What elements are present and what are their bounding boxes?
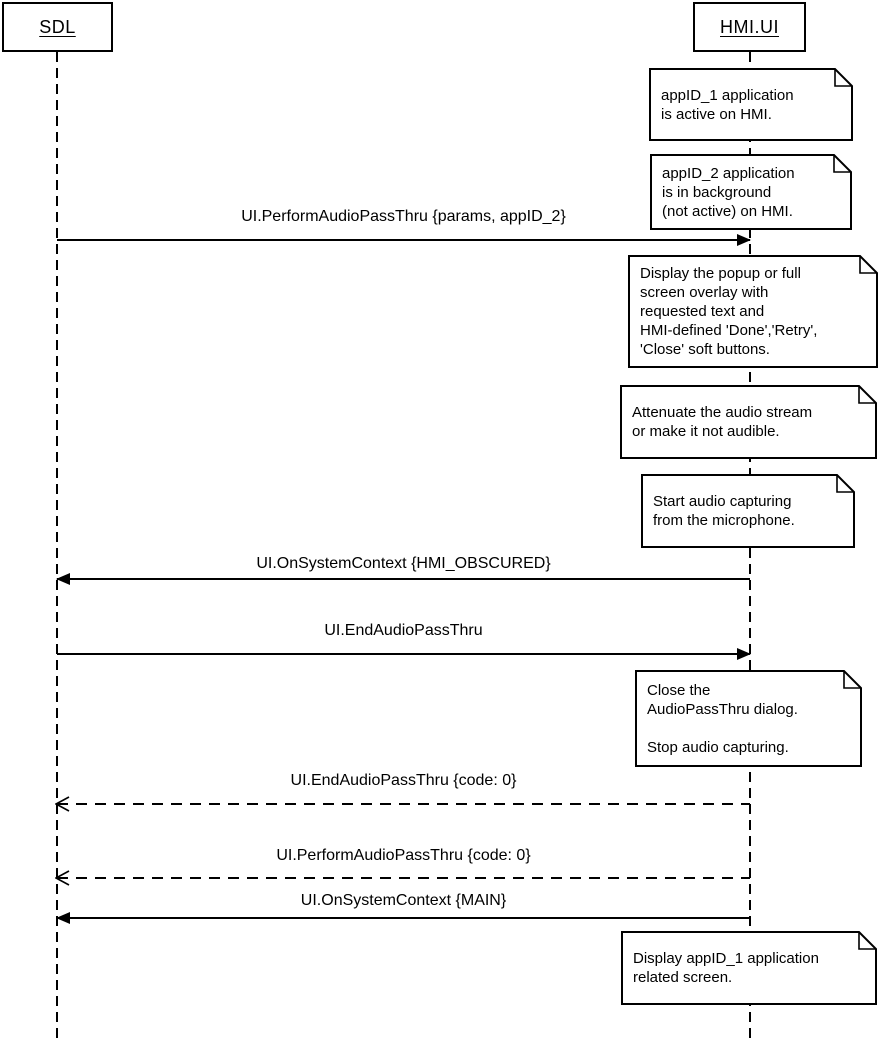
note-frame (649, 68, 853, 141)
note-frame (621, 931, 877, 1005)
note-appid2-background: appID_2 application is in background (no… (650, 154, 852, 230)
message-endaudiopassthru-response: UI.EndAudioPassThru {code: 0} (55, 771, 750, 812)
message-label: UI.EndAudioPassThru {code: 0} (290, 772, 517, 789)
message-line (57, 648, 751, 660)
note-text: Display appID_1 application related scre… (633, 950, 819, 986)
note-text: appID_2 application is in background (no… (662, 164, 795, 220)
note-text: appID_1 application is active on HMI. (661, 86, 794, 123)
hmi-ui-lifeline (749, 52, 751, 1044)
note-display-appid1-screen: Display appID_1 application related scre… (621, 931, 877, 1005)
message-label: UI.EndAudioPassThru (324, 622, 483, 639)
filled-arrowhead-left-icon (56, 573, 70, 585)
actor-box-hmi-ui: HMI.UI (693, 2, 806, 52)
message-perform-audiopassthru-request: UI.PerformAudioPassThru {params, appID_2… (57, 207, 751, 246)
message-label: UI.PerformAudioPassThru {code: 0} (276, 847, 531, 864)
actor-sdl-label: SDL (39, 16, 76, 37)
message-perform-audiopassthru-response: UI.PerformAudioPassThru {code: 0} (55, 846, 750, 886)
open-arrowhead-left-icon (55, 796, 70, 812)
filled-arrowhead-left-icon (56, 912, 70, 924)
message-line (56, 912, 750, 924)
note-appid1-active: appID_1 application is active on HMI. (649, 68, 853, 141)
open-arrowhead-left-icon (55, 870, 70, 886)
note-start-capturing: Start audio capturing from the microphon… (641, 474, 855, 548)
note-frame (641, 474, 855, 548)
message-line (57, 234, 751, 246)
filled-arrowhead-right-icon (737, 648, 751, 660)
message-label: UI.OnSystemContext {HMI_OBSCURED} (256, 555, 551, 572)
message-label: UI.OnSystemContext {MAIN} (300, 892, 507, 909)
message-endaudiopassthru-request: UI.EndAudioPassThru (57, 621, 751, 660)
note-text: Start audio capturing from the microphon… (653, 493, 795, 529)
filled-arrowhead-right-icon (737, 234, 751, 246)
note-frame (628, 255, 878, 368)
actor-box-sdl: SDL (2, 2, 113, 52)
note-frame (620, 385, 877, 459)
note-close-dialog: Close the AudioPassThru dialog. Stop aud… (635, 670, 862, 767)
message-onsystemcontext-main: UI.OnSystemContext {MAIN} (56, 891, 750, 924)
note-attenuate-audio: Attenuate the audio stream or make it no… (620, 385, 877, 459)
message-line (55, 796, 750, 812)
note-text: Close the AudioPassThru dialog. Stop aud… (647, 681, 798, 756)
sdl-lifeline (56, 52, 58, 1044)
note-frame (635, 670, 862, 767)
message-line (55, 870, 750, 886)
note-display-popup: Display the popup or full screen overlay… (628, 255, 878, 368)
actor-hmi-ui-label: HMI.UI (720, 16, 779, 37)
message-label: UI.PerformAudioPassThru {params, appID_2… (241, 208, 566, 225)
message-onsystemcontext-obscured: UI.OnSystemContext {HMI_OBSCURED} (56, 554, 750, 585)
note-frame (650, 154, 852, 230)
note-text: Attenuate the audio stream or make it no… (632, 404, 813, 440)
note-text: Display the popup or full screen overlay… (640, 265, 818, 358)
message-line (56, 573, 750, 585)
